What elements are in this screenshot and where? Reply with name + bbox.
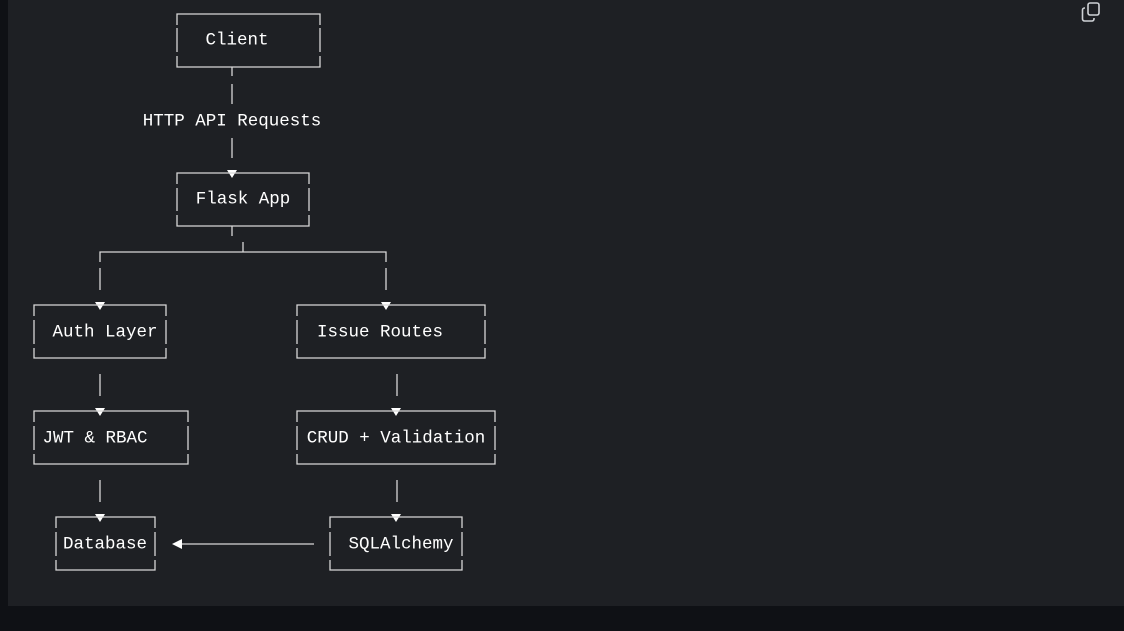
node-jwt-rbac: JWT & RBAC bbox=[33, 410, 189, 465]
arrow-to-jwt bbox=[95, 408, 105, 416]
arrow-to-sqlalchemy bbox=[391, 514, 401, 522]
arrow-to-flask bbox=[227, 170, 237, 178]
connector-branch-bar bbox=[99, 251, 387, 262]
node-crud-validation-label: CRUD + Validation bbox=[307, 429, 486, 449]
copy-button[interactable] bbox=[1078, 0, 1104, 24]
node-sqlalchemy-label: SQLAlchemy bbox=[348, 535, 453, 555]
node-flask-app: Flask App bbox=[176, 172, 310, 227]
node-auth-layer-label: Auth Layer bbox=[52, 323, 157, 343]
node-sqlalchemy: SQLAlchemy bbox=[329, 516, 463, 571]
arrow-to-issue bbox=[381, 302, 391, 310]
code-block-panel bbox=[8, 0, 1124, 606]
node-auth-layer: Auth Layer bbox=[33, 304, 167, 359]
arrow-to-database-left bbox=[172, 539, 182, 549]
edge-label-http-requests: HTTP API Requests bbox=[143, 112, 322, 132]
node-flask-app-label: Flask App bbox=[196, 190, 291, 210]
node-issue-routes-label: Issue Routes bbox=[317, 323, 443, 343]
node-client-label: Client bbox=[205, 31, 268, 51]
node-crud-validation: CRUD + Validation bbox=[296, 410, 496, 465]
node-database: Database bbox=[55, 516, 156, 571]
arrow-to-database bbox=[95, 514, 105, 522]
arrow-to-auth bbox=[95, 302, 105, 310]
arrow-to-crud bbox=[391, 408, 401, 416]
node-database-label: Database bbox=[63, 535, 147, 555]
node-client: Client bbox=[176, 13, 321, 68]
copy-icon bbox=[1081, 2, 1100, 22]
node-issue-routes: Issue Routes bbox=[296, 304, 486, 359]
node-jwt-rbac-label: JWT & RBAC bbox=[42, 429, 147, 449]
